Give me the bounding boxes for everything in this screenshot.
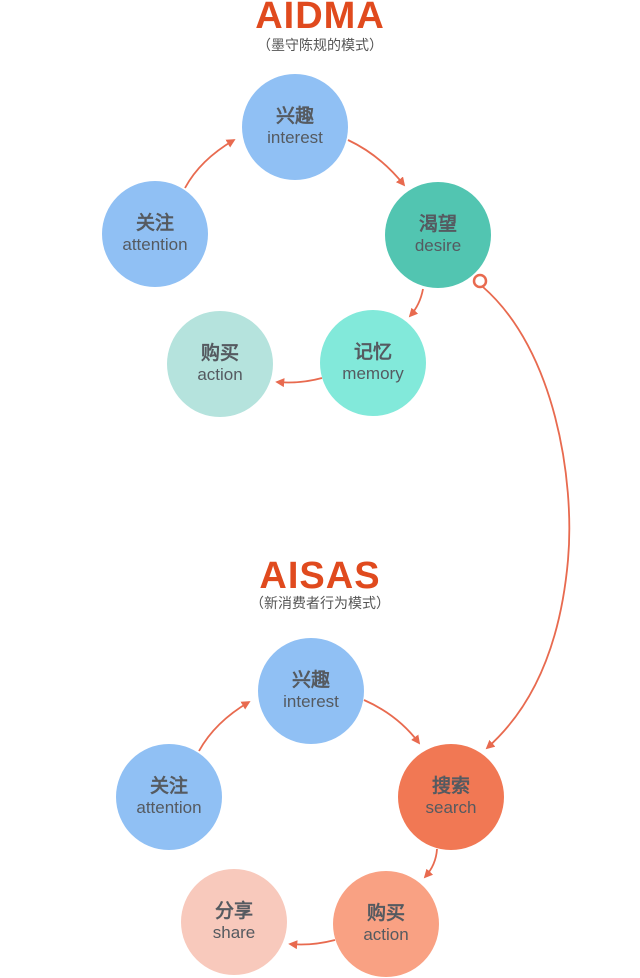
aidma-node-desire: 渴望 desire	[385, 182, 491, 288]
aisas-node-action: 购买 action	[333, 871, 439, 977]
node-label-en: interest	[267, 128, 323, 147]
arrow-desire-to-search	[482, 286, 571, 750]
aidma-node-attention: 关注 attention	[102, 181, 208, 287]
aidma-title: AIDMA	[255, 0, 385, 37]
node-label-zh: 搜索	[431, 776, 470, 797]
aisas-node-interest: 兴趣 interest	[258, 638, 364, 744]
aidma-subtitle: （墨守陈规的模式）	[257, 37, 383, 53]
node-label-en: interest	[283, 692, 339, 711]
node-label-en: attention	[122, 235, 188, 254]
arrow-interest-to-search	[363, 699, 421, 745]
node-label-en: search	[425, 798, 477, 817]
node-label-zh: 购买	[366, 903, 405, 924]
node-label-zh: 关注	[149, 776, 188, 797]
aidma-node-action: 购买 action	[167, 311, 273, 417]
aisas-subtitle: （新消费者行为模式）	[250, 595, 390, 611]
node-label-zh: 兴趣	[275, 106, 314, 127]
arrow-attention-to-interest	[184, 139, 236, 189]
node-label-zh: 兴趣	[291, 670, 330, 691]
arrow-memory-to-action	[275, 377, 323, 388]
node-label-en: attention	[136, 798, 202, 817]
node-label-en: memory	[342, 364, 404, 383]
aisas-title: AISAS	[259, 555, 381, 597]
aisas-node-share: 分享 share	[181, 869, 287, 975]
aidma-node-memory: 记忆 memory	[320, 310, 426, 416]
node-label-zh: 记忆	[353, 342, 392, 363]
node-label-zh: 购买	[200, 343, 239, 364]
node-label-zh: 关注	[135, 213, 174, 234]
aisas-node-attention: 关注 attention	[116, 744, 222, 850]
node-label-en: share	[212, 923, 256, 942]
connector-start-ring	[472, 273, 488, 289]
node-label-en: action	[197, 365, 243, 384]
aisas-node-search: 搜索 search	[398, 744, 504, 850]
aidma-node-interest: 兴趣 interest	[242, 74, 348, 180]
arrow-search-to-action	[423, 848, 438, 879]
arrow-action-to-share	[288, 939, 336, 950]
arrow-attention-to-interest	[198, 701, 251, 752]
node-label-en: action	[363, 925, 409, 944]
arrow-desire-to-memory	[408, 288, 424, 318]
node-label-en: desire	[414, 236, 462, 255]
node-label-zh: 渴望	[418, 214, 457, 235]
arrow-interest-to-desire	[347, 139, 406, 187]
node-label-zh: 分享	[214, 901, 253, 922]
